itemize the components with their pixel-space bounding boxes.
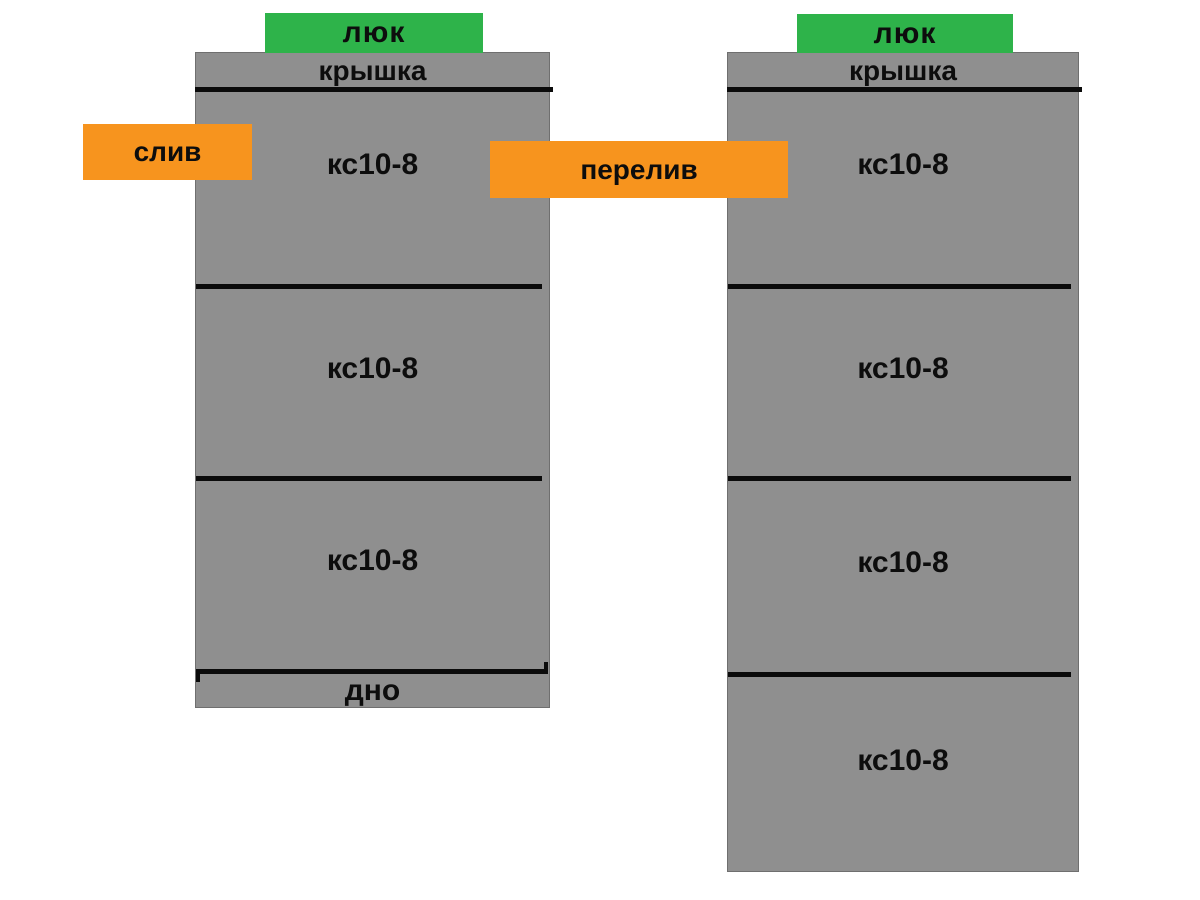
left-ring-divider <box>196 284 542 289</box>
ring-label: кс10-8 <box>857 545 949 579</box>
right-ring-section: кс10-8 <box>728 677 1078 873</box>
left-ring-section: кс10-8 <box>196 289 549 476</box>
right-hatch-label: люк <box>797 14 1013 53</box>
right-ring-section: кс10-8 <box>728 90 1078 284</box>
ring-label: кс10-8 <box>857 148 949 181</box>
right-ring-divider <box>728 476 1071 481</box>
ring-label: кс10-8 <box>857 744 949 777</box>
left-ring-section: кс10-8 <box>196 90 549 284</box>
overflow-callout: перелив <box>490 141 788 198</box>
left-cover-line <box>195 87 553 92</box>
left-ring-divider <box>196 476 542 481</box>
right-ring-divider <box>728 284 1071 289</box>
drain-callout: слив <box>83 124 252 180</box>
right-ring-section: кс10-8 <box>728 289 1078 476</box>
ring-label: кс10-8 <box>326 544 419 577</box>
right-ring-section: кс10-8 <box>728 481 1078 672</box>
right-cover-label: крышка <box>849 55 957 86</box>
ring-label: кс10-8 <box>326 351 419 385</box>
left-bottom-label: дно <box>344 674 401 707</box>
left-cover-label: крышка <box>318 55 427 86</box>
ring-label: кс10-8 <box>326 148 419 181</box>
right-cover-line <box>727 87 1082 92</box>
right-ring-divider <box>728 672 1071 677</box>
left-hatch-label: люк <box>265 13 483 53</box>
left-bottom-line <box>196 662 548 682</box>
left-ring-section: кс10-8 <box>196 481 549 669</box>
ring-label: кс10-8 <box>857 351 949 385</box>
